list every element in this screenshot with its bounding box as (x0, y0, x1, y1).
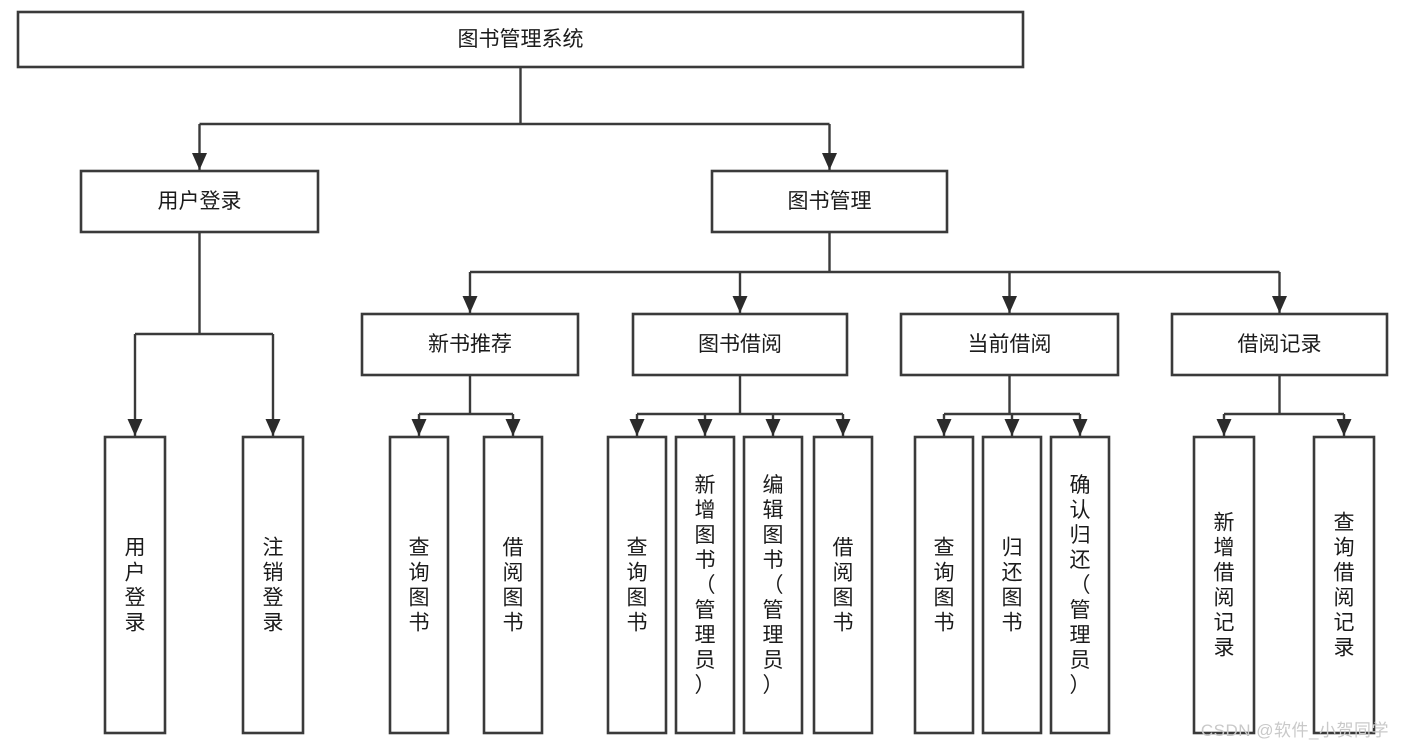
node-label: 查询借阅记录 (1334, 512, 1355, 660)
node-box (1170, 312, 1389, 377)
node-box (899, 312, 1120, 377)
node-label: 确认归还（管理员） (1070, 474, 1091, 697)
node-root-图书管理系统[interactable]: 图书管理系统 (16, 10, 1025, 69)
node-label: 注销登录 (263, 537, 284, 635)
arrow-head-icon (127, 419, 143, 436)
node-label: 图书借阅 (698, 333, 782, 356)
arrow-head-icon (936, 419, 952, 436)
node-leaf-5[interactable]: 新增图书（管理员） (674, 435, 736, 735)
node-label: 新增借阅记录 (1214, 512, 1235, 660)
node-level2-0[interactable]: 用户登录 (79, 169, 320, 234)
node-label: 查询图书 (409, 537, 430, 635)
node-leaf-1[interactable]: 注销登录 (241, 435, 305, 735)
node-level3-3[interactable]: 借阅记录 (1170, 312, 1389, 377)
node-level3-2[interactable]: 当前借阅 (899, 312, 1120, 377)
node-label: 新增图书（管理员） (695, 474, 716, 697)
node-box (606, 435, 668, 735)
node-box (1192, 435, 1256, 735)
node-box (16, 10, 1025, 69)
node-label: 用户登录 (125, 537, 146, 635)
node-label: 借阅图书 (833, 537, 854, 635)
node-box (241, 435, 305, 735)
node-box (103, 435, 167, 735)
node-leaf-0[interactable]: 用户登录 (103, 435, 167, 735)
arrow-head-icon (1272, 296, 1287, 313)
node-label: 借阅图书 (503, 537, 524, 635)
node-leaf-11[interactable]: 新增借阅记录 (1192, 435, 1256, 735)
node-box (79, 169, 320, 234)
arrow-head-icon (1002, 296, 1017, 313)
arrow-head-icon (732, 296, 748, 313)
node-level2-1[interactable]: 图书管理 (710, 169, 949, 234)
node-box (913, 435, 975, 735)
arrow-head-icon (265, 419, 281, 436)
node-box (1049, 435, 1111, 735)
node-label: 新书推荐 (428, 333, 512, 356)
arrow-head-icon (505, 419, 521, 436)
node-box (631, 312, 849, 377)
node-leaf-7[interactable]: 借阅图书 (812, 435, 874, 735)
node-level3-0[interactable]: 新书推荐 (360, 312, 580, 377)
arrow-head-icon (1216, 419, 1232, 436)
node-label: 查询图书 (934, 537, 955, 635)
node-leaf-3[interactable]: 借阅图书 (482, 435, 544, 735)
node-label: 用户登录 (158, 190, 242, 213)
node-leaf-10[interactable]: 确认归还（管理员） (1049, 435, 1111, 735)
node-label: 编辑图书（管理员） (763, 474, 784, 697)
arrow-head-icon (822, 153, 837, 170)
arrow-head-icon (1336, 419, 1352, 436)
node-box (1312, 435, 1376, 735)
node-box (812, 435, 874, 735)
node-label: 当前借阅 (968, 333, 1052, 356)
node-leaf-4[interactable]: 查询图书 (606, 435, 668, 735)
arrow-head-icon (1004, 419, 1020, 436)
node-leaf-8[interactable]: 查询图书 (913, 435, 975, 735)
node-leaf-6[interactable]: 编辑图书（管理员） (742, 435, 804, 735)
arrow-head-icon (765, 419, 781, 436)
arrow-head-icon (835, 419, 851, 436)
node-label: 图书管理 (788, 190, 872, 213)
watermark-text: CSDN @软件_小贺同学 (1200, 721, 1389, 740)
node-box (388, 435, 450, 735)
arrow-head-icon (192, 153, 207, 170)
node-level3-1[interactable]: 图书借阅 (631, 312, 849, 377)
connector-layer (127, 67, 1352, 436)
node-box (482, 435, 544, 735)
node-label: 归还图书 (1002, 537, 1023, 635)
node-layer: 图书管理系统用户登录图书管理新书推荐图书借阅当前借阅借阅记录用户登录注销登录查询… (16, 10, 1389, 735)
node-leaf-2[interactable]: 查询图书 (388, 435, 450, 735)
arrow-head-icon (1072, 419, 1088, 436)
node-box (710, 169, 949, 234)
arrow-head-icon (697, 419, 713, 436)
node-label: 借阅记录 (1238, 333, 1322, 356)
arrow-head-icon (411, 419, 427, 436)
node-label: 查询图书 (627, 537, 648, 635)
arrow-head-icon (462, 296, 478, 313)
node-box (674, 435, 736, 735)
node-box (360, 312, 580, 377)
node-leaf-12[interactable]: 查询借阅记录 (1312, 435, 1376, 735)
node-leaf-9[interactable]: 归还图书 (981, 435, 1043, 735)
node-box (742, 435, 804, 735)
node-label: 图书管理系统 (458, 28, 584, 51)
node-box (981, 435, 1043, 735)
arrow-head-icon (629, 419, 645, 436)
